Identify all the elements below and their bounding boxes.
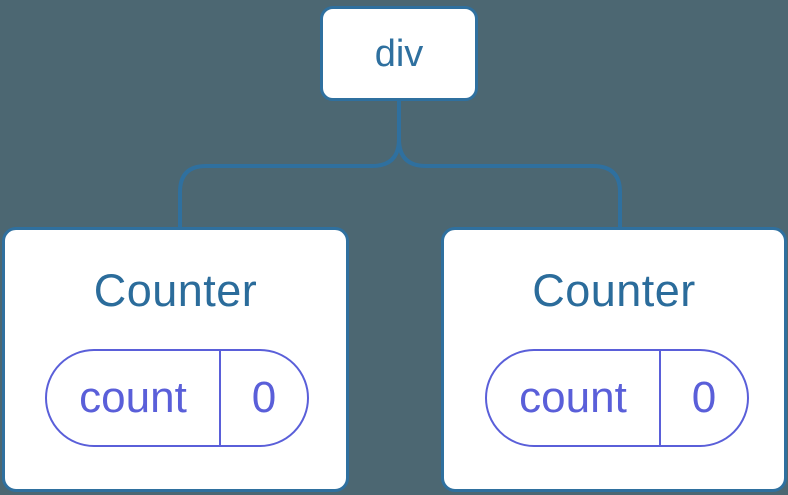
state-pill: count 0 bbox=[485, 349, 749, 447]
state-value: 0 bbox=[691, 373, 717, 422]
component-title: Counter bbox=[532, 265, 696, 316]
counter-card-left: Counter count 0 bbox=[2, 227, 349, 492]
state-pill: count 0 bbox=[45, 349, 309, 447]
state-key-label: count bbox=[79, 373, 187, 422]
state-key-segment: count bbox=[487, 351, 659, 445]
state-value: 0 bbox=[251, 373, 277, 422]
counter-card-right: Counter count 0 bbox=[441, 227, 787, 492]
root-node-label: div bbox=[374, 32, 424, 75]
state-value-segment: 0 bbox=[219, 351, 307, 445]
state-value-segment: 0 bbox=[659, 351, 747, 445]
state-key-segment: count bbox=[47, 351, 219, 445]
component-title: Counter bbox=[93, 265, 258, 316]
state-key-label: count bbox=[519, 373, 627, 422]
root-node: div bbox=[320, 6, 478, 101]
